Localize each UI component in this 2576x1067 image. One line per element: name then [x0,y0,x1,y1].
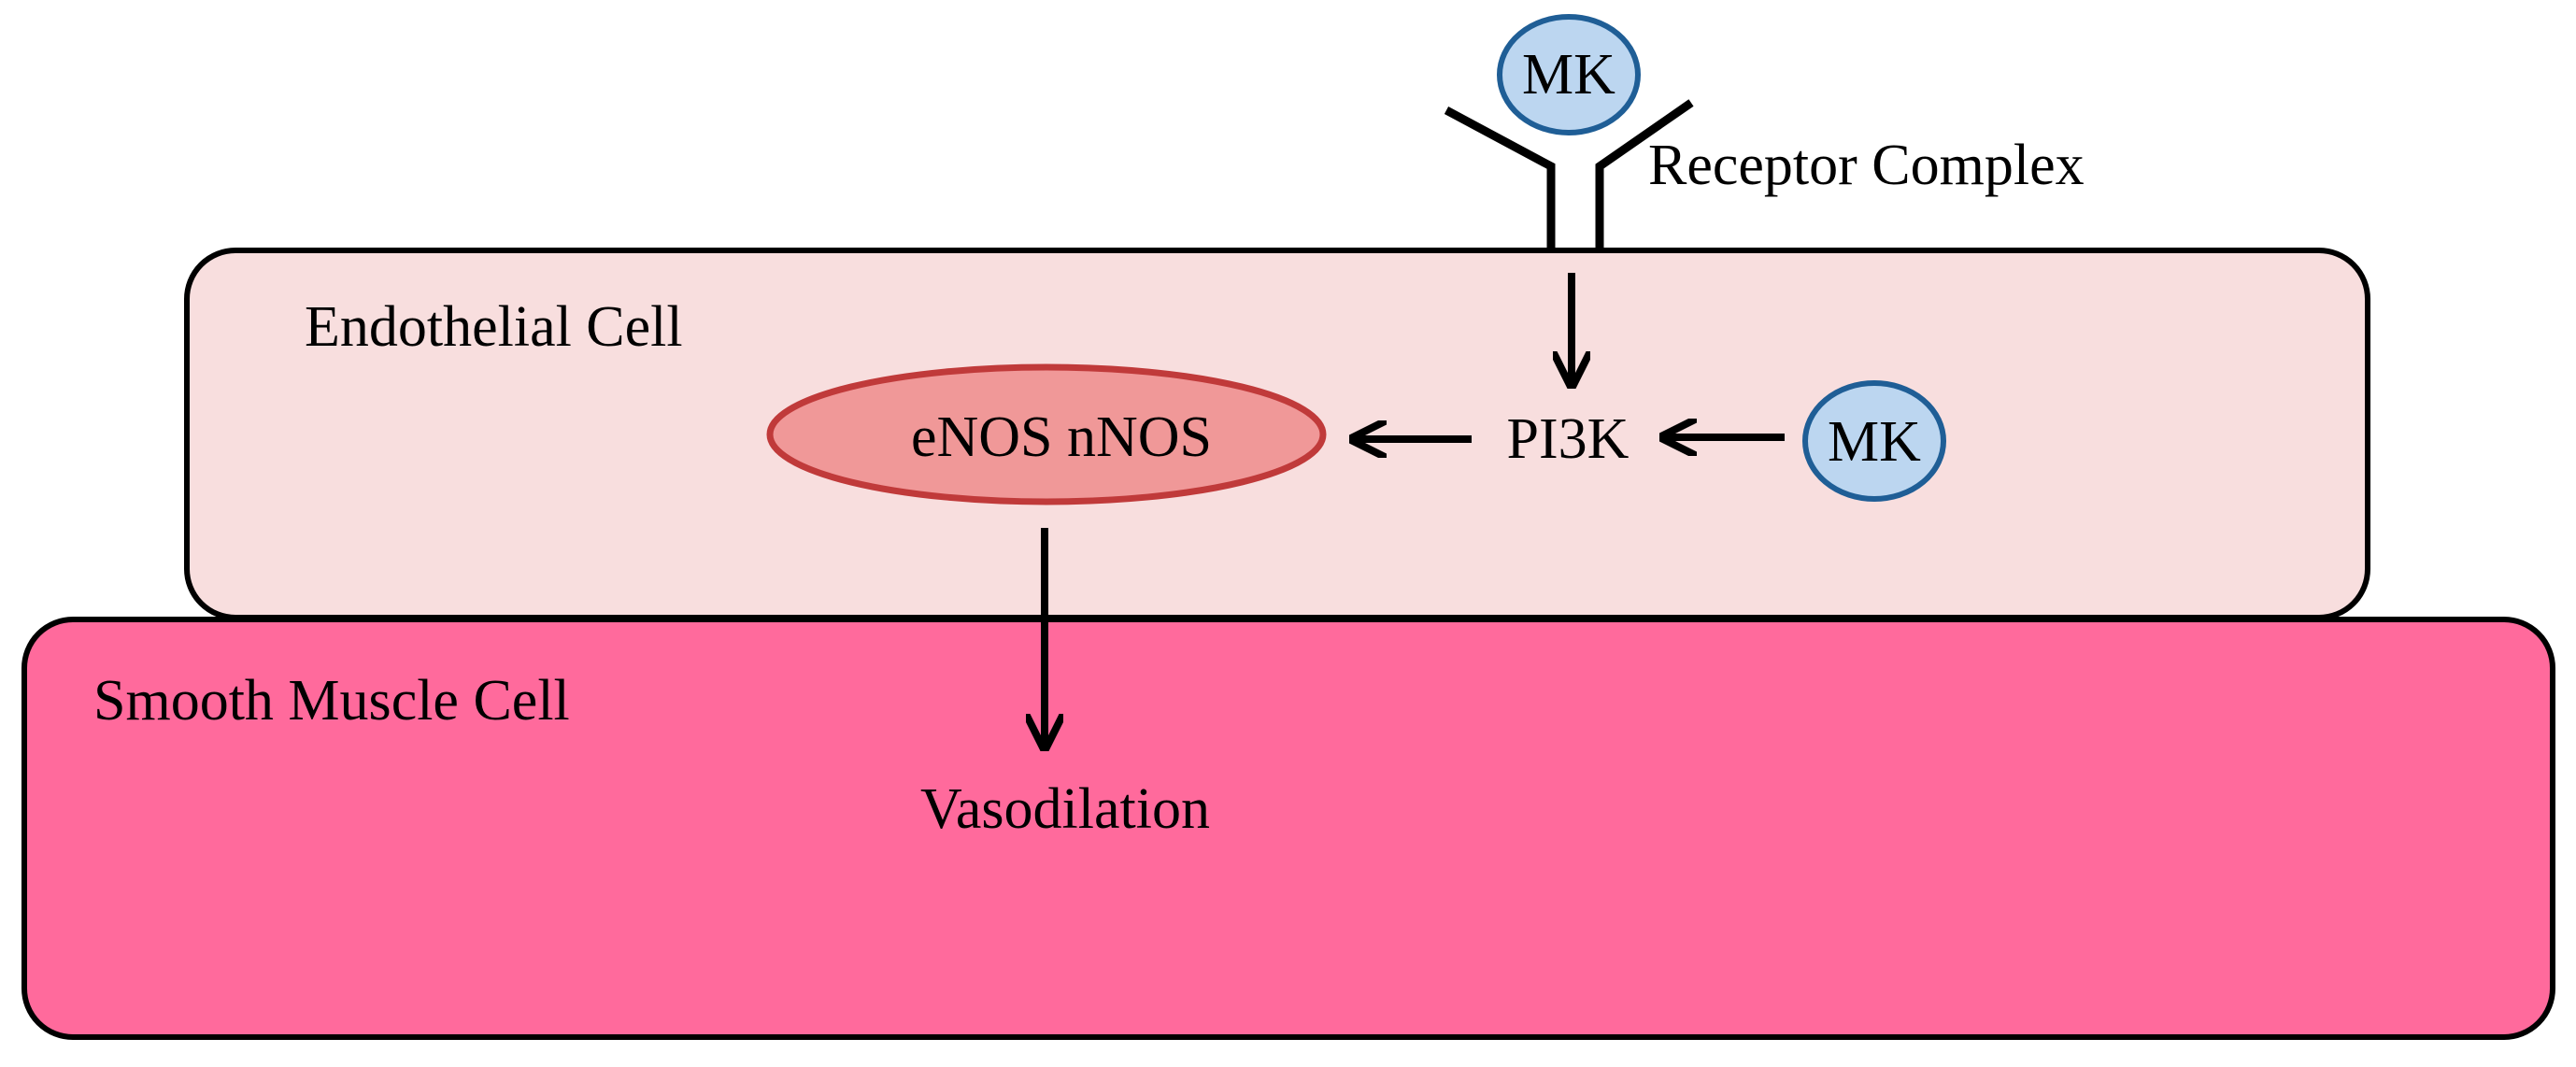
vasodilation-label: Vasodilation [920,777,1210,841]
enos-nnos-node: eNOS nNOS [766,363,1327,505]
endothelial-cell-label: Endothelial Cell [305,295,683,359]
mk-ligand-top: MK [1497,14,1641,135]
receptor-complex-icon [1444,99,1694,250]
receptor-complex-label: Receptor Complex [1648,134,2085,197]
mk-right-label: MK [1828,410,1921,474]
enos-label: eNOS nNOS [911,405,1212,469]
mk-top-label: MK [1522,43,1615,107]
smooth-muscle-cell-label: Smooth Muscle Cell [93,669,570,733]
pi3k-label: PI3K [1507,407,1630,471]
mk-ligand-right: MK [1802,380,1946,502]
